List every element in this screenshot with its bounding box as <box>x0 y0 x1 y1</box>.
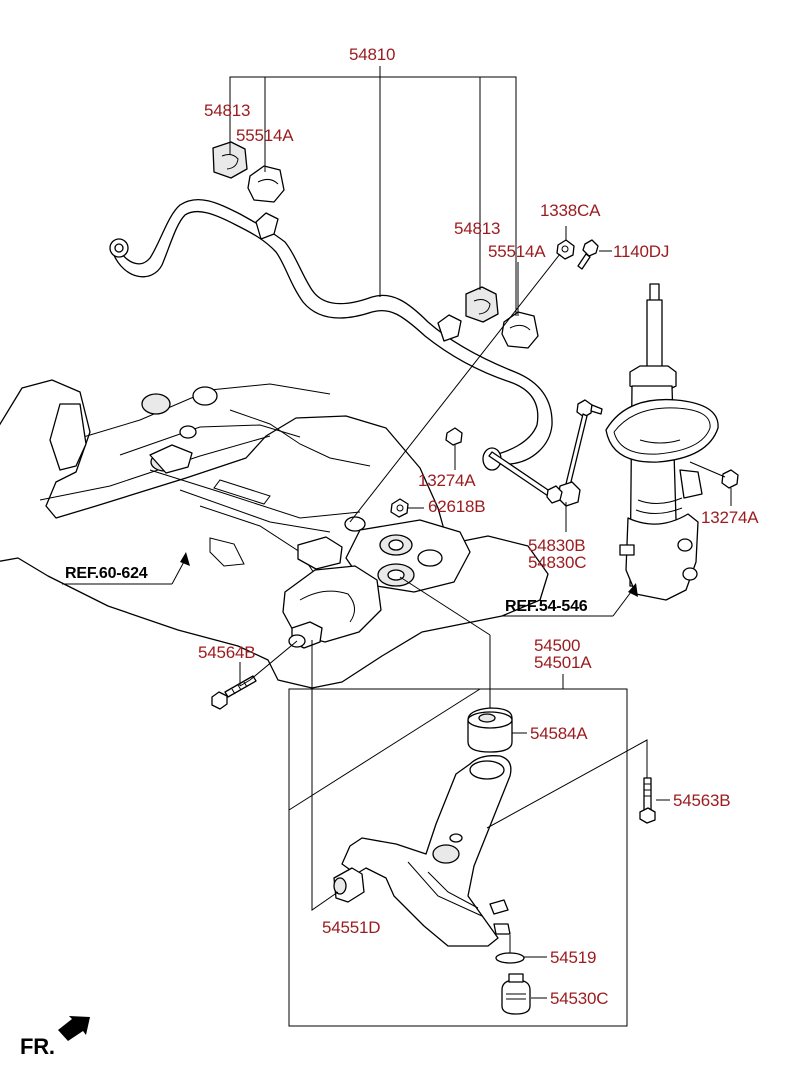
label-62618b: 62618B <box>428 497 486 516</box>
nut-13274a-center <box>446 428 562 503</box>
label-54501a: 54501A <box>534 653 592 672</box>
leader-lines <box>62 66 731 1026</box>
label-54519: 54519 <box>550 948 597 967</box>
label-54810: 54810 <box>349 45 396 64</box>
label-1338ca: 1338CA <box>540 201 601 220</box>
label-54563b: 54563B <box>673 791 731 810</box>
bolt-1140dj <box>578 240 598 269</box>
bolt-54563b <box>640 778 655 823</box>
bushing-54584a <box>468 708 512 752</box>
label-55514a-right: 55514A <box>488 242 546 261</box>
label-54530c: 54530C <box>550 989 609 1008</box>
reference-60-624: REF.60-624 <box>65 565 148 582</box>
label-13274a-right: 13274A <box>701 508 759 527</box>
reference-54-546: REF.54-546 <box>505 598 588 615</box>
bracket-right <box>502 312 538 348</box>
label-1140dj: 1140DJ <box>613 242 670 261</box>
label-54584a: 54584A <box>530 724 588 743</box>
nut-13274a-right <box>722 470 738 488</box>
snap-ring-54519 <box>496 953 524 963</box>
bracket-left <box>248 166 284 202</box>
label-54500: 54500 <box>534 636 581 655</box>
front-direction-label: FR. <box>20 1034 55 1059</box>
stabilizer-link <box>558 400 602 506</box>
label-54551d: 54551D <box>322 918 381 937</box>
ref-arrow-60-624 <box>172 552 190 584</box>
bolt-62618b <box>391 499 408 517</box>
bolt-54564b <box>212 676 256 709</box>
label-55514a-left: 55514A <box>236 126 294 145</box>
nut-1338ca <box>557 240 574 259</box>
bushing-left <box>213 142 247 178</box>
bushing-right <box>466 287 498 322</box>
strut-assembly <box>606 284 718 600</box>
lower-control-arm <box>342 756 511 946</box>
label-54813-right: 54813 <box>454 219 501 238</box>
label-54564b: 54564B <box>198 643 256 662</box>
label-13274a-center: 13274A <box>418 471 476 490</box>
bushing-54551d <box>334 868 364 902</box>
arrow-icon <box>58 1016 90 1041</box>
label-54813-left: 54813 <box>204 101 251 120</box>
label-54830c: 54830C <box>528 553 587 572</box>
label-54830b: 54830B <box>528 536 586 555</box>
subframe <box>0 380 548 688</box>
stabilizer-bar <box>110 200 552 470</box>
ball-joint-54530c <box>502 974 530 1014</box>
ref-arrow-54-546 <box>613 583 638 616</box>
